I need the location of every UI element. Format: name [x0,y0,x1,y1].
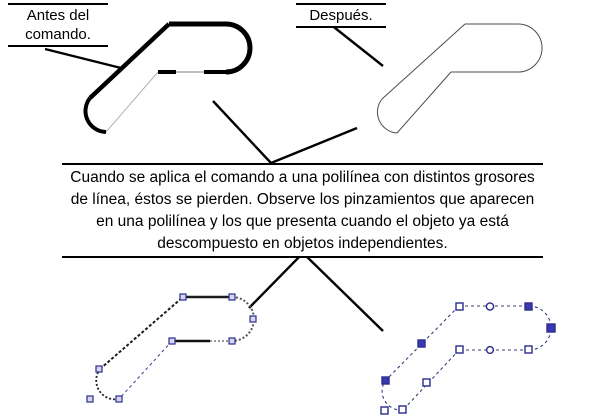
leader-note-down-left [248,252,304,309]
grip-set-exploded [380,302,556,415]
exploded-segment-lower-diagonal [396,71,452,134]
figure-after-top [376,23,543,134]
exploded-grip-arc-right [528,305,552,351]
explanatory-note: Cuando se aplica el comando a una polilí… [62,163,543,258]
exploded-grip-arc-left [381,380,404,411]
exploded-grips-outline [381,305,552,411]
grip-square[interactable] [95,365,103,373]
exploded-arc-right [517,23,543,73]
grip-square[interactable] [115,395,123,403]
leader-antes-to-shape [44,47,122,70]
callout-antes-del-comando: Antes del comando. [8,3,108,47]
grip-square[interactable] [179,293,187,301]
grips-polyline-lower-diagonal [118,340,173,400]
grip-square[interactable] [417,339,426,348]
grips-polyline-bottom-arc [95,368,120,401]
grip-square[interactable] [422,378,431,387]
grip-square[interactable] [168,337,176,345]
polyline-segment-lower-diagonal-thin [105,71,159,133]
callout-despues: Después. [296,3,386,28]
grip-circle-midpoint[interactable] [485,345,495,355]
polyline-segment-bottom-cap-thick [83,96,107,134]
leader-note-up-left [212,100,272,164]
leader-lines [44,23,384,332]
polyline-segment-upper-diagonal-thick [88,22,171,100]
grip-square[interactable] [455,345,464,354]
grip-set-polyline [86,293,257,403]
grips-polyline-upper-diagonal [99,296,184,370]
exploded-grip-lower-diagonal [402,349,460,411]
grip-square[interactable] [86,395,94,403]
grip-square[interactable] [228,337,236,345]
figure-after-grips [380,302,556,415]
grip-square[interactable] [524,302,533,311]
polyline-segment-right-cap-thick [225,21,253,75]
grip-square[interactable] [546,323,556,333]
exploded-segment-upper-diagonal [381,23,466,100]
grip-square[interactable] [524,345,533,354]
leader-despues-to-shape [329,23,384,67]
grip-square[interactable] [398,405,407,414]
grip-square[interactable] [381,376,390,385]
exploded-arc-left [376,98,398,134]
leader-note-down-right [302,252,384,332]
grip-square[interactable] [249,315,257,323]
grip-square[interactable] [228,293,236,301]
figure-before-grips [86,293,257,403]
grips-polyline-right-arc [231,296,255,342]
grip-circle-midpoint[interactable] [485,302,495,311]
grip-square[interactable] [380,406,389,415]
grip-square[interactable] [455,302,464,311]
leader-note-up-right [270,126,358,165]
figure-before-top [83,21,253,134]
